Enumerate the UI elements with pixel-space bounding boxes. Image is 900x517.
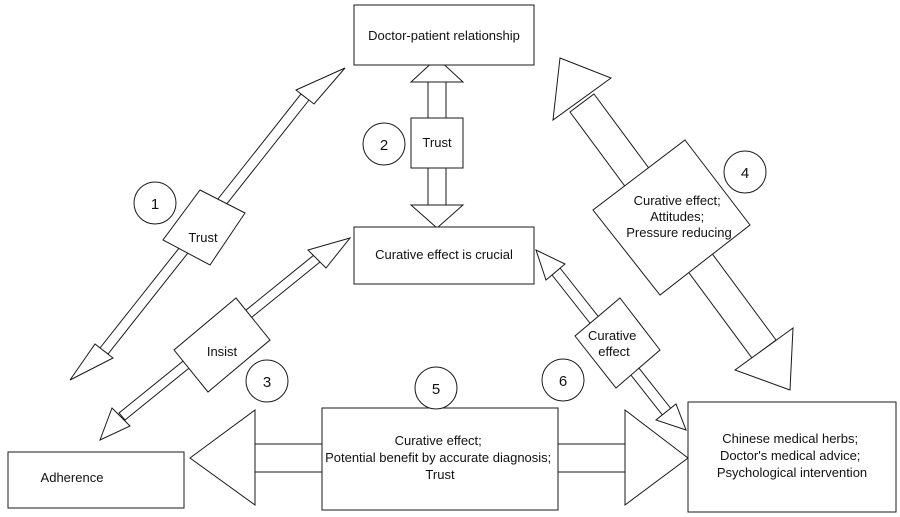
node-doctor-patient-relationship: Doctor-patient relationship [353, 4, 535, 66]
number-badge-3-label: 3 [263, 374, 271, 391]
arrow-2-label-box [410, 117, 464, 169]
node-interventions-label-line: Doctor's medical advice; [720, 448, 860, 463]
node-curative-effect-crucial-label: Curative effect is crucial [375, 247, 513, 262]
arrow-5-head-left [189, 409, 256, 506]
arrow-5-label-box [321, 407, 559, 511]
arrow-3-head-top [307, 237, 352, 269]
node-curative-effect-crucial-box [353, 226, 535, 285]
arrow-4-head-top [552, 57, 613, 122]
arrow-4-label-line: Curative effect; [634, 193, 721, 208]
arrow-3-label-box [173, 297, 271, 393]
arrow-3-label-line: Insist [207, 344, 238, 359]
arrow-6-label-line: Curative [588, 328, 636, 343]
arrow-6-head-bottom [654, 403, 687, 431]
number-badge-4: 4 [723, 150, 767, 194]
node-interventions-label-line: Chinese medical herbs; [722, 431, 858, 446]
node-adherence-label: Adherence [41, 470, 104, 485]
number-badge-1: 1 [133, 181, 177, 225]
node-interventions-box [687, 401, 897, 513]
arrow-3-label: Insist [207, 344, 238, 359]
number-badge-3-circle [245, 359, 289, 403]
arrow-adherence-relationship: Trust [69, 67, 346, 381]
arrow-2-head-top [409, 57, 465, 83]
number-badge-5-circle [414, 366, 458, 410]
arrow-2-label-line: Trust [422, 135, 452, 150]
arrow-1-label-box [162, 189, 246, 266]
arrow-6-label: Curative effect [588, 328, 640, 359]
number-badge-5: 5 [414, 366, 458, 410]
number-badge-4-label: 4 [741, 165, 749, 182]
number-badge-2-circle [362, 122, 406, 166]
node-curative-effect-crucial: Curative effect is crucial [353, 226, 535, 285]
arrow-3-head-bottom [99, 407, 131, 441]
arrow-1-head-bottom [69, 343, 114, 381]
arrow-adherence-interventions: Curative effect; Potential benefit by ac… [189, 407, 689, 511]
number-badge-6: 6 [541, 358, 585, 402]
number-badge-3: 3 [245, 359, 289, 403]
arrow-relationship-curative: Trust [409, 57, 465, 229]
arrow-6-label-box [574, 297, 661, 389]
arrow-5-label-line: Potential benefit by accurate diagnosis; [325, 450, 551, 465]
node-interventions: Chinese medical herbs; Doctor's medical … [687, 401, 897, 513]
arrow-relationship-interventions: Curative effect; Attitudes; Pressure red… [552, 57, 794, 391]
number-badge-1-circle [133, 181, 177, 225]
arrow-curative-interventions: Curative effect [535, 249, 687, 431]
node-adherence-box [7, 451, 185, 509]
number-badge-5-label: 5 [432, 381, 440, 398]
arrow-4-label-box [592, 139, 751, 296]
arrow-5-shaft-left [254, 443, 323, 473]
number-badge-2: 2 [362, 122, 406, 166]
arrow-5-label-line: Trust [425, 467, 455, 482]
arrow-4-label-line: Attitudes; [650, 209, 704, 224]
arrow-4-label: Curative effect; Attitudes; Pressure red… [626, 193, 732, 240]
arrow-6-label-line: effect [598, 344, 630, 359]
arrow-1-head-top [295, 67, 346, 105]
arrow-5-shaft-right [557, 443, 626, 473]
arrow-4-head-bottom [733, 326, 794, 391]
number-badge-4-circle [723, 150, 767, 194]
node-doctor-patient-relationship-box [353, 4, 535, 66]
arrow-adherence-curative: Insist [99, 237, 352, 441]
node-interventions-label: Chinese medical herbs; Doctor's medical … [717, 431, 867, 480]
node-interventions-label-line: Psychological intervention [717, 465, 867, 480]
arrow-2-head-bottom [409, 204, 465, 229]
node-doctor-patient-relationship-label: Doctor-patient relationship [368, 28, 520, 43]
arrow-5-label: Curative effect; Potential benefit by ac… [325, 433, 555, 482]
arrow-1-label-line: Trust [188, 230, 218, 245]
arrow-2-label: Trust [422, 135, 452, 150]
arrow-5-label-line: Curative effect; [395, 433, 482, 448]
node-adherence: Adherence [7, 451, 185, 509]
number-badge-2-label: 2 [380, 137, 388, 154]
number-badge-1-label: 1 [151, 196, 159, 213]
arrow-4-label-line: Pressure reducing [626, 225, 732, 240]
number-badge-6-label: 6 [559, 373, 567, 390]
arrow-6-head-top [535, 249, 566, 281]
arrow-1-label: Trust [188, 230, 218, 245]
number-badge-6-circle [541, 358, 585, 402]
